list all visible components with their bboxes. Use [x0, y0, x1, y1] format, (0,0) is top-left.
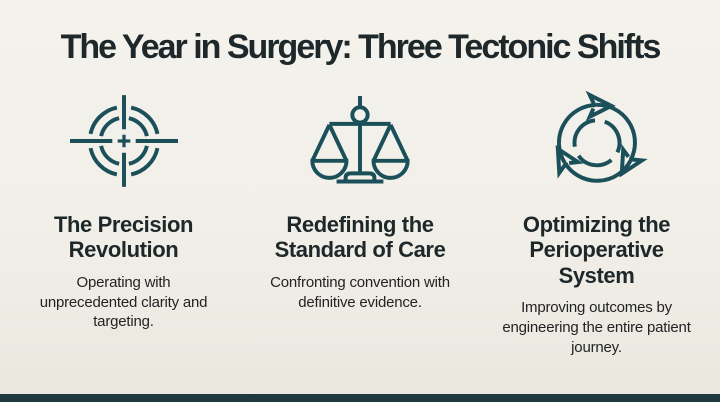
slide-title: The Year in Surgery: Three Tectonic Shif…	[60, 28, 662, 66]
column-description-precision: Operating with unprecedented clarity and…	[39, 273, 208, 331]
column-description-standard: Confronting convention with definitive e…	[270, 273, 450, 311]
footer-accent-bar	[0, 394, 720, 402]
column-heading-precision: The Precision Revolution	[53, 211, 194, 263]
column-heading-standard: Redefining the Standard of Care	[274, 211, 446, 263]
column-description-perioperative: Improving outcomes by engineering the en…	[502, 299, 691, 356]
cycle-arrows-icon	[484, 84, 710, 198]
column-perioperative-system: Optimizing the Perioperative System Impr…	[484, 84, 710, 358]
column-standard-of-care: Redefining the Standard of Care Confront…	[247, 84, 473, 313]
columns-row: The Precision Revolution Operating with …	[0, 84, 720, 358]
crosshair-target-icon	[11, 84, 237, 198]
column-heading-perioperative: Optimizing the Perioperative System	[522, 211, 671, 288]
balance-scale-icon	[247, 84, 473, 198]
column-precision-revolution: The Precision Revolution Operating with …	[11, 84, 237, 332]
